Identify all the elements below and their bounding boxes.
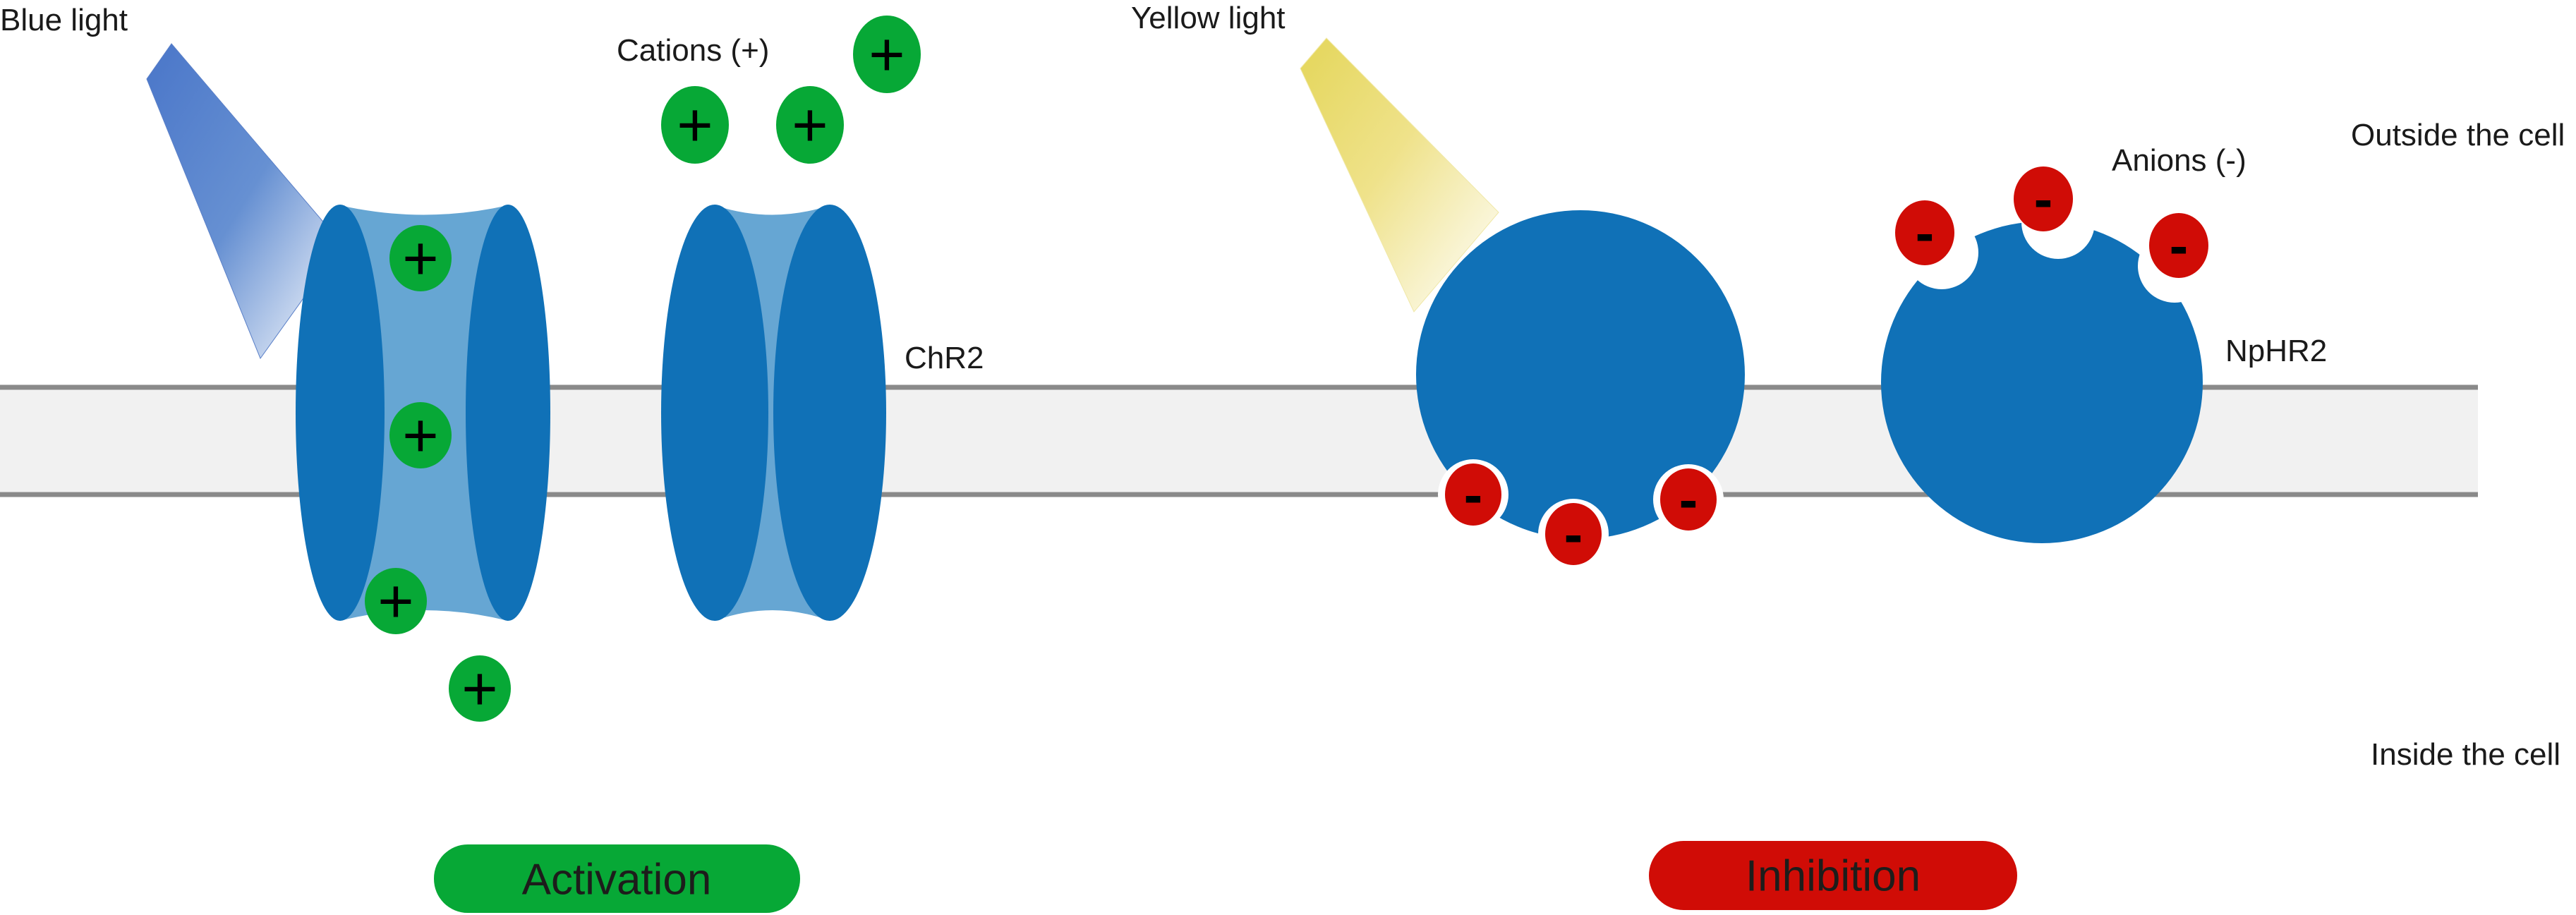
svg-text:-: - — [1464, 463, 1483, 526]
outside-cell-label: Outside the cell — [2351, 118, 2565, 152]
blue-light-label: Blue light — [0, 3, 128, 37]
svg-text:-: - — [1916, 202, 1935, 265]
blue-light-beam — [146, 43, 343, 360]
cation: + — [389, 401, 452, 471]
svg-text:+: + — [402, 224, 438, 293]
chr2-channel-closed — [661, 205, 886, 621]
svg-text:+: + — [461, 654, 497, 724]
activation-label: Activation — [522, 856, 712, 904]
anion: - — [1545, 503, 1602, 566]
anions-label: Anions (-) — [2112, 143, 2247, 178]
svg-text:-: - — [2034, 168, 2053, 231]
svg-text:+: + — [792, 90, 828, 160]
anion: - — [2149, 213, 2208, 278]
cation: + — [661, 86, 729, 164]
anion: - — [1895, 200, 1954, 265]
inhibition-pill: Inhibition — [1649, 841, 2017, 910]
cation: + — [853, 16, 921, 93]
svg-text:-: - — [1679, 468, 1698, 531]
svg-text:+: + — [677, 90, 713, 160]
nphr2-label: NpHR2 — [2225, 334, 2327, 368]
yellow-light-beam — [1300, 37, 1499, 313]
cation: + — [389, 224, 452, 293]
cations-label: Cations (+) — [617, 33, 769, 68]
inhibition-label: Inhibition — [1746, 852, 1921, 901]
inside-cell-label: Inside the cell — [2371, 737, 2560, 772]
cation: + — [449, 654, 511, 724]
svg-text:-: - — [2170, 214, 2189, 277]
svg-text:+: + — [869, 20, 905, 90]
anion: - — [1445, 463, 1501, 526]
cation: + — [365, 566, 427, 636]
activation-pill: Activation — [434, 844, 800, 913]
anion: - — [1660, 468, 1717, 531]
anion: - — [2014, 166, 2073, 231]
svg-text:+: + — [402, 401, 438, 471]
cation: + — [776, 86, 844, 164]
svg-text:-: - — [1564, 503, 1583, 566]
cations: + + + + + + + — [365, 16, 921, 724]
chr2-label: ChR2 — [905, 341, 984, 375]
yellow-light-label: Yellow light — [1131, 1, 1286, 35]
svg-text:+: + — [377, 566, 413, 636]
anions: - - - - - - — [1445, 166, 2208, 566]
